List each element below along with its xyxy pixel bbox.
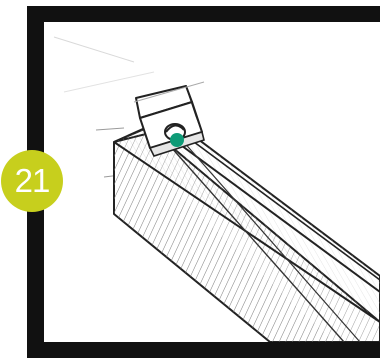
step-number: 21 xyxy=(15,162,50,200)
step-number-badge: 21 xyxy=(1,150,63,212)
illustration-canvas xyxy=(44,22,380,342)
fastener-dot xyxy=(170,133,184,147)
rail-with-clip-icon xyxy=(44,22,380,342)
